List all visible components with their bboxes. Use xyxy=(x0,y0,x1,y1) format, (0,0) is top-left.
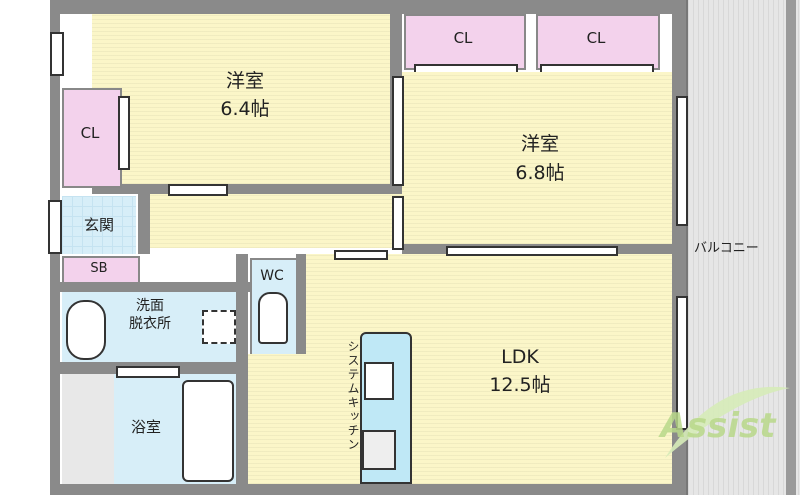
washroom-label: 洗面 脱衣所 xyxy=(129,298,171,332)
front-door[interactable] xyxy=(48,200,62,254)
kitchen-label: システムキッチン xyxy=(346,340,360,452)
wall-entrance-bottom xyxy=(60,282,250,292)
shoe-box-label: SB xyxy=(90,261,108,276)
closet-2-label: CL xyxy=(453,29,473,47)
ldk-size: 12.5帖 xyxy=(489,374,551,396)
window-room1-left[interactable] xyxy=(50,32,64,76)
wall-wc-right xyxy=(296,254,306,354)
outer-wall-left xyxy=(50,14,60,495)
ldk-lower-extension xyxy=(248,354,306,484)
closet-1-label: CL xyxy=(80,124,100,142)
sliding-door-room2-ldk[interactable] xyxy=(446,246,618,256)
bathroom-label: 浴室 xyxy=(130,418,161,436)
entrance-label: 玄関 xyxy=(83,216,114,234)
watermark-text: Assist xyxy=(660,406,776,446)
wall-washroom-right xyxy=(236,254,248,484)
western-room-1-name: 洋室 xyxy=(225,70,264,92)
western-room-2 xyxy=(402,72,672,244)
window-ldk[interactable] xyxy=(676,296,688,430)
wall-hallway-left xyxy=(138,194,150,254)
western-room-1-size: 6.4帖 xyxy=(220,98,270,120)
closet-1-door[interactable] xyxy=(118,96,130,170)
bathroom-door[interactable] xyxy=(116,366,180,378)
closet-3-label: CL xyxy=(586,29,606,47)
bathtub-fixture xyxy=(182,380,234,482)
wc-label: WC xyxy=(260,268,284,284)
outer-wall-bottom xyxy=(50,484,675,495)
wash-basin-fixture xyxy=(66,300,106,360)
entrance xyxy=(62,196,136,254)
toilet-fixture xyxy=(258,292,288,344)
window-room2[interactable] xyxy=(676,96,688,226)
western-room-2-size: 6.8帖 xyxy=(515,162,565,184)
watermark-logo xyxy=(655,368,795,468)
ldk-name: LDK xyxy=(501,346,539,368)
door-room2-hall[interactable] xyxy=(392,196,404,250)
watermark-swoosh-icon xyxy=(665,386,790,458)
washing-machine-fixture xyxy=(202,310,236,344)
outer-wall-top xyxy=(50,0,715,14)
door-ldk[interactable] xyxy=(334,250,388,260)
door-room1[interactable] xyxy=(168,184,228,196)
balcony-label: バルコニー xyxy=(694,241,759,256)
kitchen-sink xyxy=(364,362,394,400)
sliding-door-room1-room2[interactable] xyxy=(392,76,404,186)
closet-3 xyxy=(536,14,660,70)
kitchen-stove xyxy=(362,430,396,470)
utility-space xyxy=(62,374,114,484)
western-room-2-name: 洋室 xyxy=(520,133,559,155)
balcony-rail xyxy=(786,0,796,495)
hallway xyxy=(150,194,402,248)
wall-room1-bottom xyxy=(92,184,402,194)
western-room-1 xyxy=(92,14,390,184)
